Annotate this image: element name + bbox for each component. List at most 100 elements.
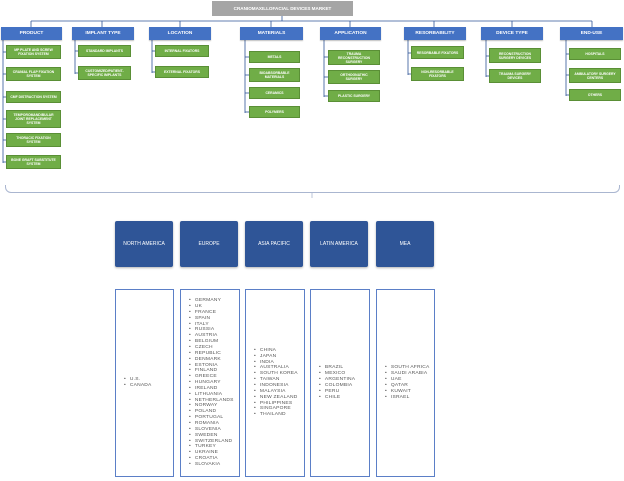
country-item: CHINA <box>254 348 296 354</box>
countries-europe: GERMANYUKFRANCESPAINITALYRUSSIAAUSTRIABE… <box>180 289 240 477</box>
item-mp-plate-screw: MP PLATE AND SCREW FIXATION SYSTEM <box>6 45 61 59</box>
country-item: CHILE <box>319 395 361 401</box>
connector-lines <box>2 16 593 163</box>
country-item: TAIWAN <box>254 377 296 383</box>
country-list: U.S.CANADA <box>124 377 165 389</box>
item-ambulatory-centers: AMBULATORY SURGERY CENTERS <box>569 68 621 83</box>
country-item: U.S. <box>124 377 165 383</box>
item-customized-implants: CUSTOMIZED/PATIENT-SPECIFIC IMPLANTS <box>78 66 131 80</box>
country-item: COLOMBIA <box>319 383 361 389</box>
country-item: FRANCE <box>189 310 231 316</box>
countries-mea: SOUTH AFRICASAUDI ARABIAUAEQATARKUWAITIS… <box>376 289 435 477</box>
country-list: BRAZILMEXICOARGENTINACOLOMBIAPERUCHILE <box>319 365 361 400</box>
item-ceramics: CERAMICS <box>249 87 300 99</box>
country-item: FINLAND <box>189 368 231 374</box>
country-item: SAUDI ARABIA <box>385 371 427 377</box>
country-item: NEW ZEALAND <box>254 395 297 401</box>
country-item: GERMANY <box>189 298 231 304</box>
item-others: OTHERS <box>569 89 621 101</box>
country-item: JAPAN <box>254 354 296 360</box>
item-bioabsorbable: BIOABSORBABLE MATERIALS <box>249 68 300 82</box>
country-list: CHINAJAPANINDIAAUSTRALIASOUTH KOREATAIWA… <box>254 348 298 418</box>
region-latin-america: LATIN AMERICA <box>310 221 368 267</box>
country-item: CZECH <box>189 345 231 351</box>
country-item: MALAYSIA <box>254 389 296 395</box>
country-item: MEXICO <box>319 371 361 377</box>
country-item: IRELAND <box>189 386 231 392</box>
country-item: CANADA <box>124 383 165 389</box>
country-item: SWEDEN <box>189 433 231 439</box>
country-item: NORWAY <box>189 403 231 409</box>
country-item: INDIA <box>254 360 296 366</box>
item-resorbable: RESORBABLE FIXATORS <box>411 46 464 59</box>
country-item: SLOVAKIA <box>189 462 231 468</box>
diagram-title: CRANIOMAXILLOFACIAL DEVICES MARKET <box>212 1 353 16</box>
country-item: AUSTRALIA <box>254 365 296 371</box>
category-product: PRODUCT <box>1 27 62 40</box>
country-item: CROATIA <box>189 456 231 462</box>
country-item: ESTONIA <box>189 363 231 369</box>
country-item: QATAR <box>385 383 426 389</box>
category-device-type: DEVICE TYPE <box>481 27 543 40</box>
country-item: REPUBLIC <box>189 351 231 357</box>
region-mea: MEA <box>376 221 434 267</box>
country-item: SLOVENIA <box>189 427 231 433</box>
grouping-brace <box>5 185 620 193</box>
countries-north-america: U.S.CANADA <box>115 289 174 477</box>
country-item: SOUTH KOREA <box>254 371 298 377</box>
item-bone-graft: BONE GRAFT SUBSTITUTE SYSTEM <box>6 155 61 169</box>
item-thoracic-fixation: THORACIC FIXATION SYSTEM <box>6 133 61 147</box>
country-item: AUSTRIA <box>189 333 231 339</box>
item-non-resorbable: NON-RESORBABLE FIXATORS <box>411 67 464 81</box>
item-internal-fixators: INTERNAL FIXATORS <box>155 45 209 57</box>
country-item: DENMARK <box>189 357 231 363</box>
country-item: KUWAIT <box>385 389 426 395</box>
country-item: HUNGARY <box>189 380 231 386</box>
item-reconstruction-devices: RECONSTRUCTION SURGERY DEVICES <box>489 48 541 63</box>
country-item: SINGAPORE <box>254 406 296 412</box>
country-item: SPAIN <box>189 316 231 322</box>
country-item: LITHUANIA <box>189 392 231 398</box>
item-plastic-surgery: PLASTIC SURGERY <box>328 90 380 102</box>
countries-asia-pacific: CHINAJAPANINDIAAUSTRALIASOUTH KOREATAIWA… <box>245 289 305 477</box>
item-metals: METALS <box>249 51 300 63</box>
item-orthognathic: ORTHOGNATHIC SURGERY <box>328 70 380 84</box>
country-item: NETHERLANDS <box>189 398 233 404</box>
country-item: ROMANIA <box>189 421 231 427</box>
country-item: ARGENTINA <box>319 377 361 383</box>
region-north-america: NORTH AMERICA <box>115 221 173 267</box>
item-cranial-flap: CRANIAL FLAP FIXATION SYSTEM <box>6 67 61 81</box>
region-europe: EUROPE <box>180 221 238 267</box>
country-item: UK <box>189 304 231 310</box>
brace-tip <box>311 192 313 198</box>
item-tmj-replacement: TEMPOROMANDIBULAR JOINT REPLACEMENT SYST… <box>6 110 61 128</box>
country-item: PORTUGAL <box>189 415 231 421</box>
item-external-fixators: EXTERNAL FIXATORS <box>155 66 209 78</box>
item-trauma-reconstruction: TRAUMA RECONSTRUCTION SURGERY <box>328 50 380 65</box>
country-item: UAE <box>385 377 426 383</box>
country-item: GREECE <box>189 374 231 380</box>
country-item: INDONESIA <box>254 383 296 389</box>
country-item: RUSSIA <box>189 327 231 333</box>
item-cmf-distraction: CMF DISTRACTION SYSTEM <box>6 91 61 103</box>
country-item: TURKEY <box>189 444 231 450</box>
category-resorbability: RESORBABILITY <box>404 27 466 40</box>
country-item: THAILAND <box>254 412 296 418</box>
item-standard-implants: STANDARD IMPLANTS <box>78 45 131 57</box>
country-item: SOUTH AFRICA <box>385 365 429 371</box>
category-location: LOCATION <box>149 27 211 40</box>
country-item: PERU <box>319 389 361 395</box>
category-application: APPLICATION <box>320 27 381 40</box>
item-hospitals: HOSPITALS <box>569 48 621 60</box>
category-end-use: END-USE <box>560 27 623 40</box>
country-item: ISRAEL <box>385 395 426 401</box>
category-materials: MATERIALS <box>240 27 303 40</box>
country-item: PHILIPPINES <box>254 401 296 407</box>
country-list: GERMANYUKFRANCESPAINITALYRUSSIAAUSTRIABE… <box>189 298 233 468</box>
country-item: BRAZIL <box>319 365 361 371</box>
item-trauma-devices: TRAUMA SURGERY DEVICES <box>489 69 541 83</box>
country-item: SWITZERLAND <box>189 439 232 445</box>
country-item: POLAND <box>189 409 231 415</box>
country-item: BELGIUM <box>189 339 231 345</box>
category-implant-type: IMPLANT TYPE <box>72 27 134 40</box>
